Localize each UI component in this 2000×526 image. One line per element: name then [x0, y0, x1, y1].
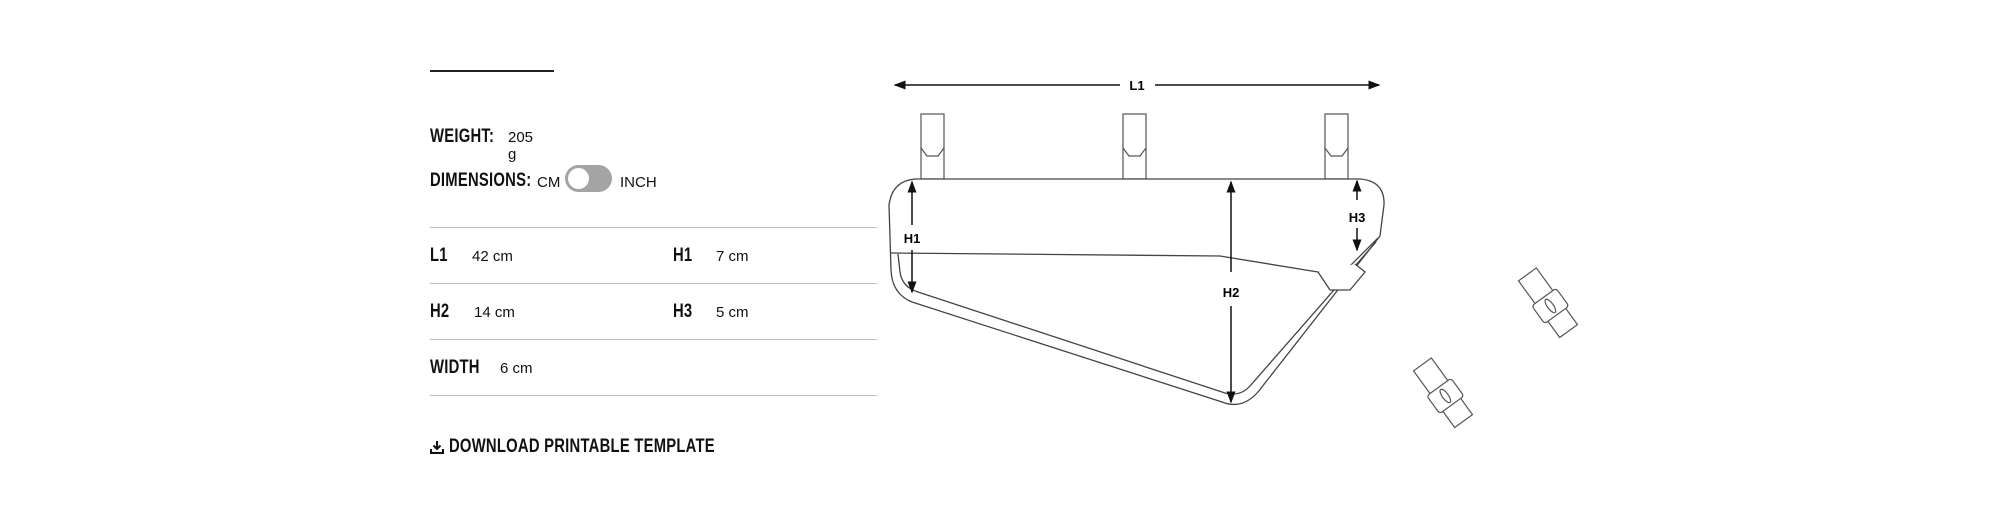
download-label: DOWNLOAD PRINTABLE TEMPLATE: [449, 436, 715, 457]
dimension-label-h2: H2: [430, 301, 450, 322]
weight-row: WEIGHT: 205 g: [430, 126, 533, 163]
unit-toggle[interactable]: [565, 165, 612, 192]
dimension-value-l1: 42 cm: [472, 248, 513, 265]
top-strap-icon: [920, 113, 945, 180]
bottom-strap-icon: [1412, 357, 1474, 429]
l1-label: L1: [1129, 78, 1144, 93]
bottom-strap-icon: [1517, 267, 1579, 339]
table-divider: [430, 283, 877, 284]
table-divider: [430, 339, 877, 340]
dimension-value-h3: 5 cm: [716, 304, 749, 321]
bag-outline: [888, 178, 1385, 406]
height-arrows: [907, 179, 1362, 404]
toggle-knob: [568, 168, 589, 189]
download-icon: [430, 441, 444, 454]
h3-label: H3: [1349, 210, 1366, 225]
top-strap-icon: [1122, 113, 1147, 180]
dimension-label-h3: H3: [673, 301, 693, 322]
dimensions-label: DIMENSIONS:: [430, 170, 532, 191]
top-strap-icon: [1324, 113, 1349, 180]
table-divider: [430, 227, 877, 228]
dimensions-row: DIMENSIONS:: [430, 170, 560, 192]
h1-label: H1: [904, 231, 921, 246]
unit-cm-label[interactable]: CM: [537, 174, 561, 191]
weight-value: 205 g: [508, 129, 534, 163]
dimension-value-h1: 7 cm: [716, 248, 749, 265]
h2-label: H2: [1223, 285, 1240, 300]
table-divider: [430, 395, 877, 396]
section-divider: [430, 70, 554, 72]
dimension-value-width: 6 cm: [500, 360, 533, 377]
dimension-value-h2: 14 cm: [474, 304, 515, 321]
unit-inch-label[interactable]: INCH: [620, 174, 657, 191]
dimension-label-l1: L1: [430, 245, 448, 266]
dimension-label-width: WIDTH: [430, 357, 480, 378]
bottom-straps: [1412, 267, 1579, 429]
top-straps: [920, 113, 1349, 180]
weight-label: WEIGHT:: [430, 126, 495, 147]
dimension-label-h1: H1: [673, 245, 693, 266]
